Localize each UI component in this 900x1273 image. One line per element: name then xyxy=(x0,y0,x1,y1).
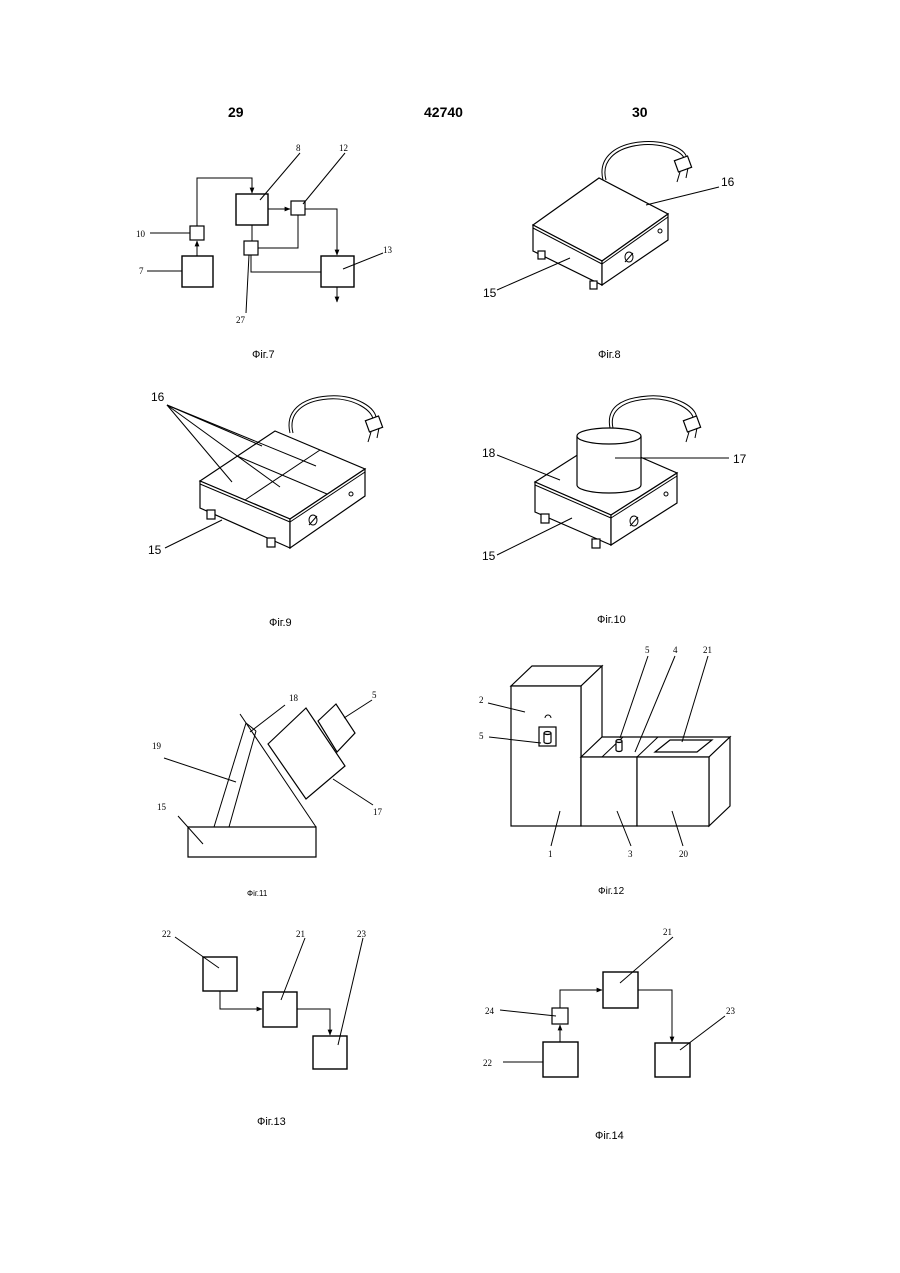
block-23 xyxy=(655,1043,690,1077)
label-18: 18 xyxy=(289,693,299,703)
block-21 xyxy=(603,972,638,1008)
label-5-top: 5 xyxy=(645,645,650,655)
figure-10-heater-with-vessel: 18 17 15 xyxy=(482,396,747,563)
label-4: 4 xyxy=(673,645,678,655)
block-7 xyxy=(182,256,213,287)
figure-8-heater-device: 16 15 xyxy=(483,141,735,300)
block-21 xyxy=(263,992,297,1027)
caption-fig-10: Фіг.10 xyxy=(597,614,626,626)
caption-fig-9: Фіг.9 xyxy=(269,617,292,629)
label-21: 21 xyxy=(703,645,712,655)
label-19: 19 xyxy=(152,741,162,751)
label-5-left: 5 xyxy=(479,731,484,741)
block-22 xyxy=(203,957,237,991)
label-8: 8 xyxy=(296,143,301,153)
label-16: 16 xyxy=(151,390,165,404)
block-27 xyxy=(244,241,258,255)
label-12: 12 xyxy=(339,143,348,153)
label-3: 3 xyxy=(628,849,633,859)
block-8 xyxy=(236,194,268,225)
figure-14-block-diagram: 21 24 23 22 xyxy=(483,927,736,1077)
label-2: 2 xyxy=(479,695,484,705)
caption-fig-7: Фіг.7 xyxy=(252,349,275,361)
block-22 xyxy=(543,1042,578,1077)
caption-fig-14: Фіг.14 xyxy=(595,1130,624,1142)
label-24: 24 xyxy=(485,1006,495,1016)
label-15: 15 xyxy=(482,549,496,563)
label-21: 21 xyxy=(663,927,672,937)
label-23: 23 xyxy=(726,1006,736,1016)
label-17: 17 xyxy=(373,807,383,817)
figure-7-block-diagram: 8 12 10 7 13 27 xyxy=(136,143,393,325)
label-17: 17 xyxy=(733,452,747,466)
caption-fig-8: Фіг.8 xyxy=(598,349,621,361)
figure-13-block-diagram: 22 21 23 xyxy=(162,929,367,1069)
label-10: 10 xyxy=(136,229,146,239)
label-18: 18 xyxy=(482,446,496,460)
label-22: 22 xyxy=(162,929,171,939)
figure-12-apparatus: 5 4 21 2 5 1 3 20 xyxy=(479,645,730,859)
label-16: 16 xyxy=(721,175,735,189)
caption-fig-13: Фіг.13 xyxy=(257,1116,286,1128)
block-12 xyxy=(291,201,305,215)
caption-fig-11: Фіг.11 xyxy=(247,889,267,898)
figure-11-inclined-stand: 18 5 19 15 17 xyxy=(152,690,383,857)
caption-fig-12: Фіг.12 xyxy=(598,886,624,897)
label-15: 15 xyxy=(148,543,162,557)
label-27: 27 xyxy=(236,315,246,325)
block-23 xyxy=(313,1036,347,1069)
figure-9-multi-zone-heater: 16 15 xyxy=(148,390,383,557)
label-21: 21 xyxy=(296,929,305,939)
label-13: 13 xyxy=(383,245,393,255)
label-5: 5 xyxy=(372,690,377,700)
block-13 xyxy=(321,256,354,287)
label-23: 23 xyxy=(357,929,367,939)
label-15: 15 xyxy=(157,802,167,812)
label-7: 7 xyxy=(139,266,144,276)
label-20: 20 xyxy=(679,849,689,859)
label-22: 22 xyxy=(483,1058,492,1068)
block-10 xyxy=(190,226,204,240)
label-1: 1 xyxy=(548,849,553,859)
label-15: 15 xyxy=(483,286,497,300)
